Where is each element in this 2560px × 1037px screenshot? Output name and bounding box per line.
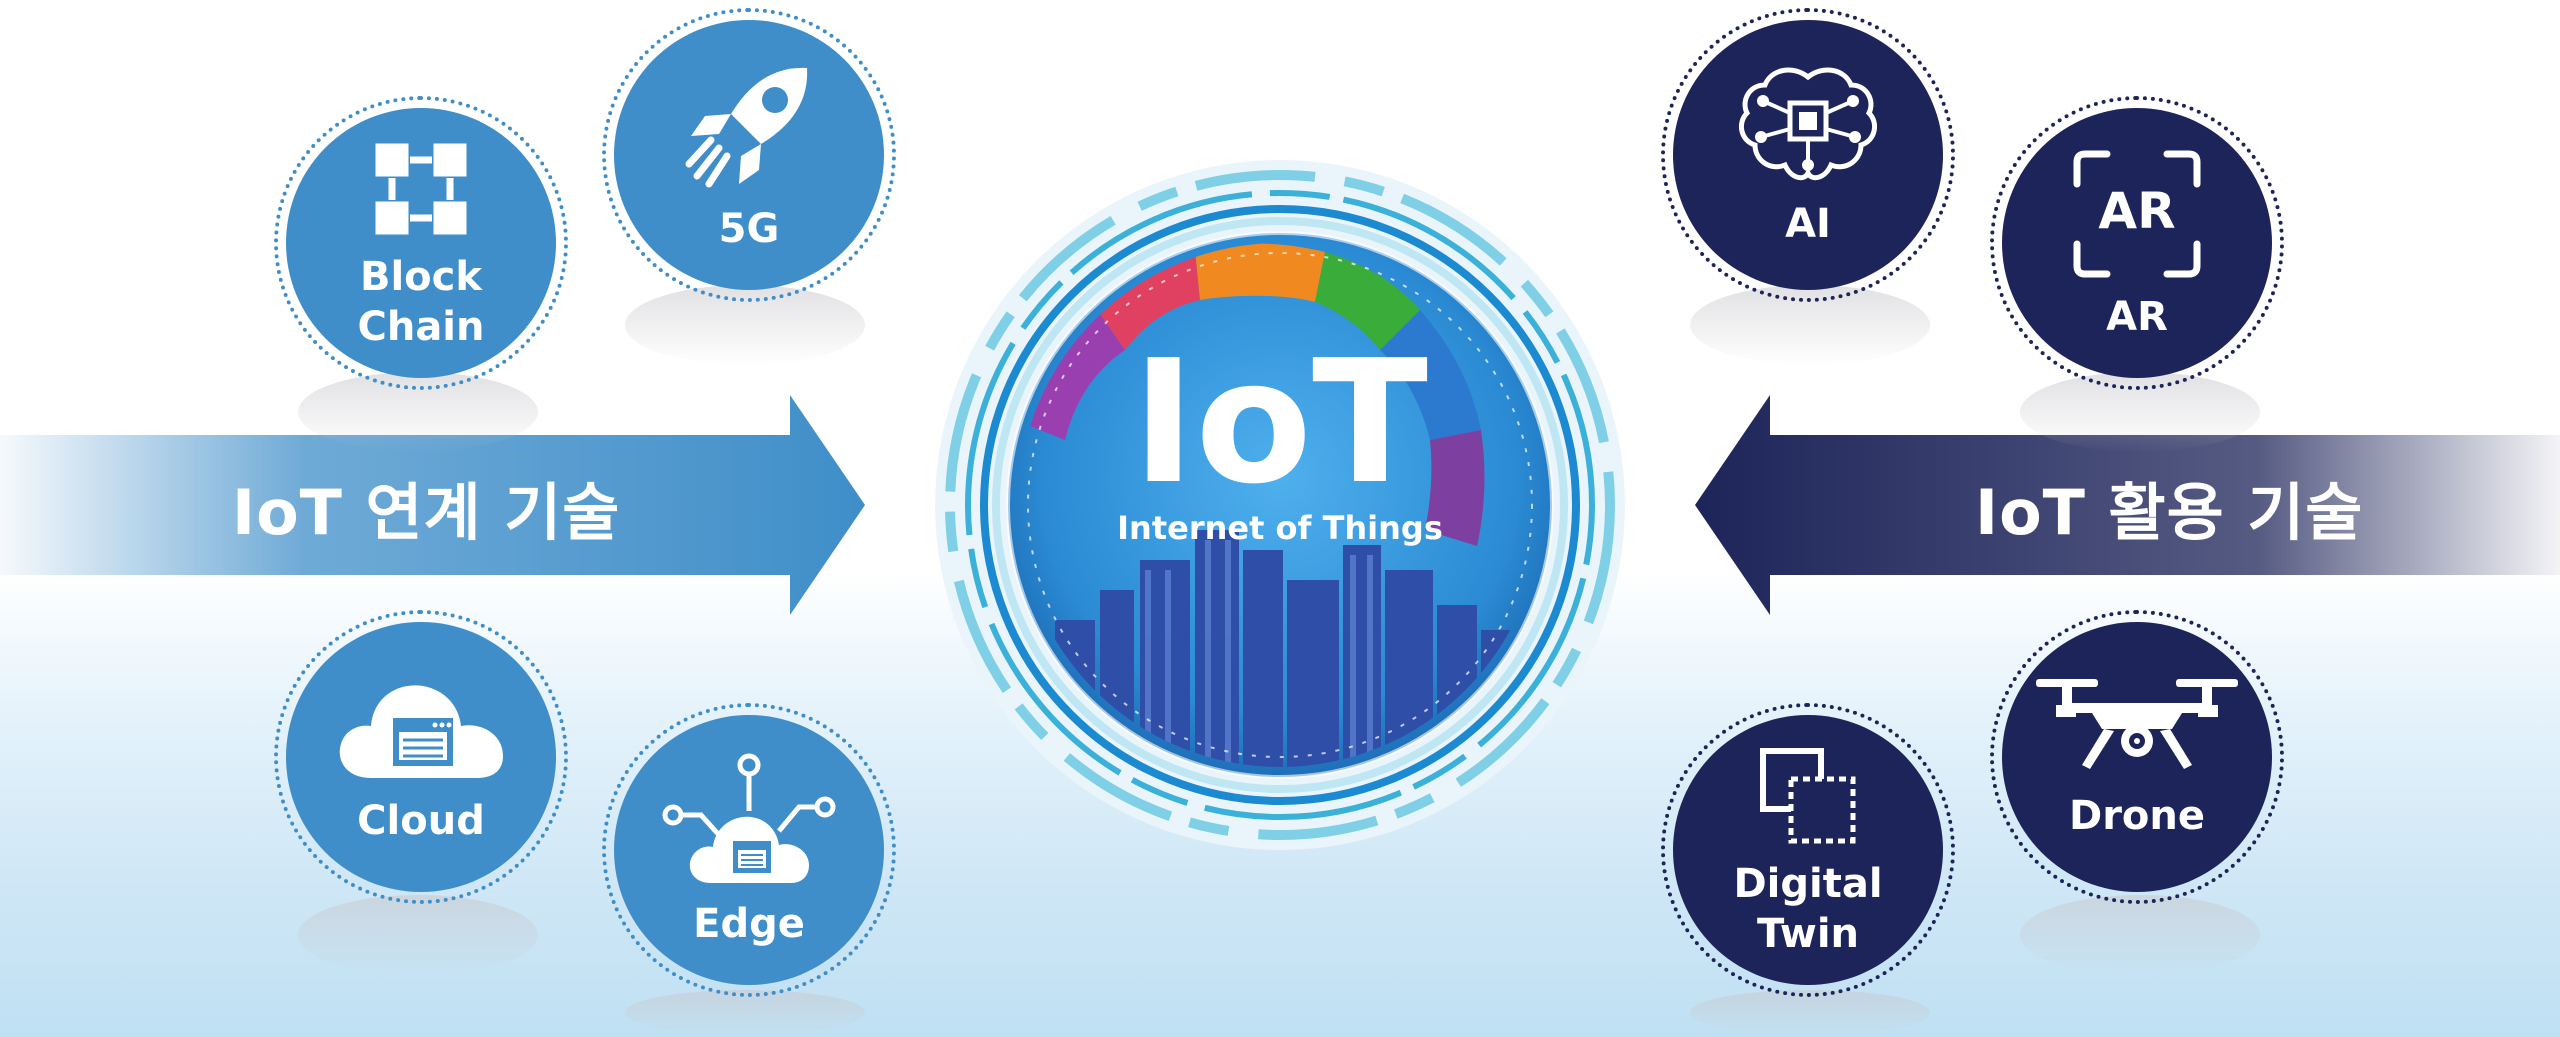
iot-hub (935, 160, 1625, 850)
left-arrow-label: IoT 연계 기술 (232, 476, 621, 549)
node-label: AI (1785, 201, 1831, 247)
reflection (1690, 990, 1930, 1035)
node-ar: AR AR (1990, 96, 2284, 390)
edge-cloud-icon (662, 753, 836, 883)
node-cloud: Cloud (274, 610, 568, 904)
cloud-icon (339, 685, 503, 778)
node-label: Block Chain (357, 254, 485, 350)
right-arrow (1695, 395, 2560, 615)
node-label: Cloud (357, 798, 485, 844)
right-arrow-label: IoT 활용 기술 (1975, 476, 2364, 549)
hub-subtitle: Internet of Things (1117, 509, 1443, 547)
node-blockchain: Block Chain (274, 96, 568, 390)
node-label: 5G (718, 206, 780, 252)
blockchain-icon (372, 140, 470, 238)
digital-twin-icon (1760, 748, 1856, 844)
node-ai: AI (1661, 8, 1955, 302)
node-label: Drone (2068, 793, 2205, 839)
ar-icon-text: AR (2098, 182, 2175, 240)
ar-icon: AR (2073, 150, 2201, 278)
reflection (298, 895, 538, 975)
node-digital-twin: Digital Twin (1661, 703, 1955, 997)
node-edge: Edge (602, 703, 896, 997)
node-label: AR (2106, 294, 2168, 340)
node-label: Edge (693, 901, 805, 947)
ai-brain-icon (1738, 67, 1878, 181)
node-5g: 5G (602, 8, 896, 302)
node-drone: Drone (1990, 610, 2284, 904)
reflection (625, 990, 865, 1035)
rocket-icon (685, 67, 808, 188)
node-label: Digital Twin (1733, 861, 1883, 957)
left-arrow (0, 395, 865, 615)
drone-icon (2036, 679, 2238, 769)
hub-title: IoT (1131, 324, 1428, 522)
reflection (2020, 895, 2260, 975)
